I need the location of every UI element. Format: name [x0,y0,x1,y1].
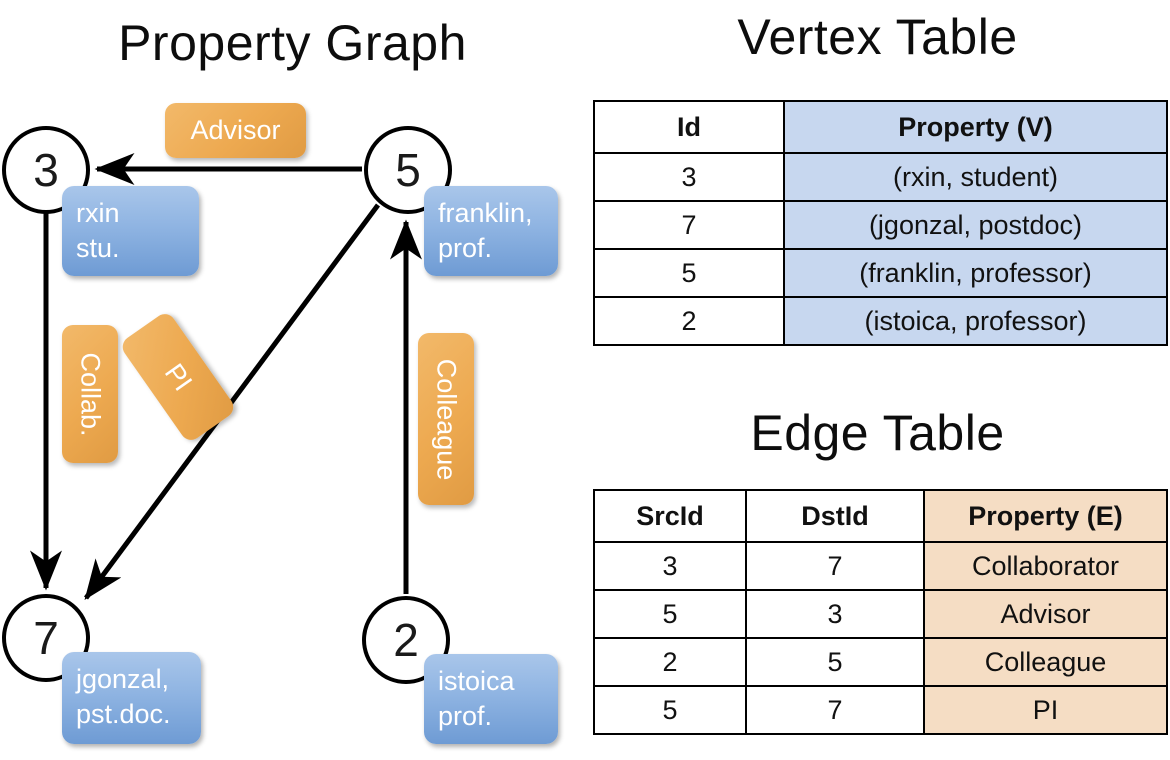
table-row[interactable]: 5 (franklin, professor) [593,248,1168,298]
node-property-rxin-line1: rxin [76,198,120,228]
edge-label-collab: Collab. [62,325,118,463]
vertex-table-header-row: Id Property (V) [593,100,1168,154]
vertex-row-1-property: (jgonzal, postdoc) [783,200,1168,250]
node-property-franklin-line2: prof. [438,232,493,263]
page-title-edge-table: Edge Table [750,405,1005,461]
vertex-row-1-id: 7 [593,200,785,250]
node-property-box-jgonzal: jgonzal, pst.doc. [62,652,201,744]
graph-node-2-label: 2 [393,614,419,666]
edge-row-2-srcid: 2 [593,637,747,687]
node-property-jgonzal-line1: jgonzal, [76,664,170,694]
edge-label-collab-text: Collab. [75,351,106,437]
node-property-franklin-line1: franklin, [438,198,533,228]
edge-label-colleague-text: Colleague [431,358,462,480]
edge-table-header-property: Property (E) [923,489,1168,543]
edge-label-colleague: Colleague [418,333,474,505]
graph-node-5[interactable]: 5 [364,126,452,214]
graph-node-7-label: 7 [33,612,59,664]
table-row[interactable]: 2 5 Colleague [593,637,1168,687]
vertex-table-header-property: Property (V) [783,100,1168,154]
node-property-box-rxin: rxin stu. [62,186,199,276]
graph-node-3-label: 3 [33,144,59,196]
page-title-vertex-table: Vertex Table [737,9,1018,65]
page-title-property-graph: Property Graph [118,15,467,71]
vertex-row-2-property: (franklin, professor) [783,248,1168,298]
table-row[interactable]: 5 3 Advisor [593,589,1168,639]
edge-row-3-property: PI [923,685,1168,735]
table-row[interactable]: 7 (jgonzal, postdoc) [593,200,1168,250]
edge-table: SrcId DstId Property (E) 3 7 Collaborato… [593,489,1168,735]
edge-row-2-property: Colleague [923,637,1168,687]
vertex-table-header-id: Id [593,100,785,154]
graph-node-5-label: 5 [395,144,421,196]
vertex-row-2-id: 5 [593,248,785,298]
node-property-rxin-line2: stu. [76,232,120,263]
property-graph-panel: Property Graph 3 5 7 2 rxin stu. frankli… [2,15,558,744]
vertex-table: Id Property (V) 3 (rxin, student) 7 (jgo… [593,100,1168,346]
edge-label-advisor-text: Advisor [190,115,281,145]
node-property-box-franklin: franklin, prof. [424,186,558,276]
edge-row-3-dstid: 7 [745,685,925,735]
node-property-istoica-line2: prof. [438,700,493,731]
vertex-row-0-property: (rxin, student) [783,152,1168,202]
edge-table-header-dstid: DstId [745,489,925,543]
edge-row-0-srcid: 3 [593,541,747,591]
node-property-jgonzal-line2: pst.doc. [76,698,171,729]
edge-row-0-dstid: 7 [745,541,925,591]
edge-table-header-srcid: SrcId [593,489,747,543]
edge-table-header-row: SrcId DstId Property (E) [593,489,1168,543]
edge-row-2-dstid: 5 [745,637,925,687]
table-row[interactable]: 3 7 Collaborator [593,541,1168,591]
table-row[interactable]: 2 (istoica, professor) [593,296,1168,346]
vertex-row-3-id: 2 [593,296,785,346]
edge-row-1-property: Advisor [923,589,1168,639]
edge-label-advisor: Advisor [165,103,306,158]
vertex-row-0-id: 3 [593,152,785,202]
edge-row-1-srcid: 5 [593,589,747,639]
edge-row-1-dstid: 3 [745,589,925,639]
node-property-box-istoica: istoica prof. [424,654,558,744]
table-row[interactable]: 5 7 PI [593,685,1168,735]
edge-label-pi-text: PI [158,357,199,396]
edge-row-0-property: Collaborator [923,541,1168,591]
graph-node-2[interactable]: 2 [362,596,450,684]
node-property-istoica-line1: istoica [438,666,515,696]
edge-row-3-srcid: 5 [593,685,747,735]
vertex-row-3-property: (istoica, professor) [783,296,1168,346]
table-row[interactable]: 3 (rxin, student) [593,152,1168,202]
